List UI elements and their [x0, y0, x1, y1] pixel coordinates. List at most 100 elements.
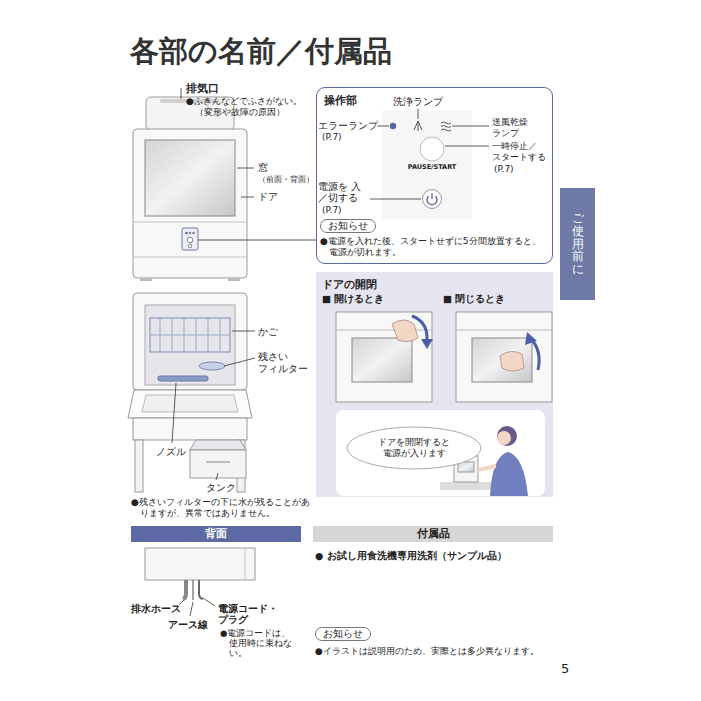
dishwasher-open [128, 293, 252, 492]
side-tab: ご使用前に [560, 188, 595, 300]
dishwasher-back [199, 580, 203, 599]
dishwasher-open [190, 440, 246, 450]
leader-line [224, 358, 255, 366]
page-ref: (P.7) [494, 164, 514, 175]
part-name: かご [258, 326, 278, 338]
notice-tag: お知らせ [315, 627, 371, 641]
page-title: 各部の名前／付属品 [130, 34, 392, 69]
node-text: ドアを開閉すると 電源が入ります [352, 437, 476, 458]
part-name: ノズル [156, 446, 186, 458]
leader-line [377, 126, 389, 127]
dishwasher-front [189, 232, 192, 235]
caution-note: ●残さいフィルターの下に水が残ることがありますが、異常ではありません。 [131, 497, 311, 519]
leader-line [198, 240, 316, 241]
notice-text: ●イラストは説明用のため、実際とは多少異なります。 [315, 646, 555, 657]
dishwasher-front [187, 237, 193, 243]
control-panel-graphic [423, 190, 442, 209]
node-text: ドアの開閉 [322, 278, 377, 291]
dishwasher-front [182, 228, 198, 250]
control-panel-graphic [420, 137, 444, 161]
dishwasher-open [150, 335, 230, 336]
door-panel-art [316, 272, 553, 497]
leader-line [232, 331, 255, 332]
leader-line [370, 199, 421, 200]
door-panel-art [497, 426, 517, 446]
control-panel-graphic [441, 122, 451, 131]
door-panel-art [352, 338, 412, 382]
dishwasher-front [133, 97, 247, 281]
control-panel-graphic [382, 111, 472, 219]
node-text: 付属品 [417, 527, 450, 540]
part-name: ドア [258, 191, 278, 203]
part-name: 電源コード・ プラグ [218, 603, 280, 626]
bubble-outline [347, 427, 481, 469]
page-ref: (P.7) [322, 205, 342, 216]
door-panel-art [336, 410, 545, 496]
step-heading: ■ 開けるとき [322, 293, 384, 304]
dishwasher-front [133, 257, 247, 258]
door-panel-art [456, 330, 552, 331]
page-ref: (P.7) [322, 132, 342, 143]
speech-bubble: ドアを開閉すると 電源が入ります [346, 426, 482, 470]
dishwasher-back [193, 580, 194, 600]
lamp-name: エラーランプ [318, 120, 378, 131]
dishwasher-front [228, 278, 240, 281]
leader-line [237, 168, 254, 169]
dishwasher-back [183, 580, 186, 599]
part-note: （前面・背面） [258, 175, 314, 184]
control-panel-graphic [390, 123, 396, 129]
door-panel-art [532, 340, 539, 370]
leader-line [241, 197, 254, 198]
dishwasher-front [188, 244, 192, 248]
dishwasher-open [133, 293, 247, 390]
dishwasher-open [145, 305, 235, 385]
door-panel-art [525, 332, 537, 345]
part-name: 窓 [258, 162, 268, 174]
dishwasher-back [145, 548, 255, 600]
node-text: ご使用前に [572, 212, 584, 275]
control-panel-graphic [414, 121, 422, 131]
dishwasher-front [145, 140, 235, 216]
button-text: PAUSE/START [404, 164, 460, 172]
door-panel-art [336, 330, 432, 331]
lamp-name: 送風乾燥 ランプ [492, 117, 536, 139]
node-text: お知らせ [328, 220, 368, 232]
dishwasher-back [145, 548, 255, 580]
part-name: アース線 [168, 619, 208, 630]
dishwasher-front [133, 129, 247, 278]
door-panel: ドアの開閉ドアを開閉すると 電源が入ります [316, 272, 553, 497]
control-panel-graphic [382, 111, 472, 219]
notice-tag: お知らせ [320, 219, 376, 233]
door-panel-art [500, 351, 524, 371]
dishwasher-open [206, 462, 230, 463]
dishwasher-front [140, 278, 152, 281]
part-name: タンク [206, 482, 236, 494]
dishwasher-open [128, 390, 252, 418]
button-name: 電源を 入／切する [318, 181, 368, 204]
caution-note: ●電源コードは、使用時に束ねない。 [220, 628, 292, 659]
step-heading: ■ 閉じるとき [443, 293, 505, 304]
lamp-name: 洗浄ランプ [393, 96, 443, 107]
section-bar: 付属品 [313, 526, 553, 542]
leader-line [172, 383, 176, 443]
accessory-item: ● お試し用食洗機専用洗剤（サンプル品） [315, 550, 507, 561]
button-name: 一時停止／ スタートする [492, 141, 550, 163]
page-number: 5 [561, 661, 569, 677]
dishwasher-open [150, 318, 230, 352]
dishwasher-front [133, 222, 247, 223]
node-text: 背面 [205, 527, 227, 540]
door-panel-art [421, 339, 433, 349]
door-panel-art [490, 452, 528, 496]
caution-note: ●ふきんなどでふさがない。 （変形や故障の原因） [186, 96, 326, 118]
part-name: 排水ホース [131, 603, 181, 614]
door-panel-art [336, 312, 432, 402]
leader-line [181, 88, 182, 99]
dishwasher-back [245, 548, 246, 580]
leader-line [452, 126, 489, 127]
leader-line [190, 602, 193, 616]
door-panel-art [497, 431, 511, 445]
dishwasher-front [192, 232, 195, 235]
door-panel-art [392, 320, 418, 342]
